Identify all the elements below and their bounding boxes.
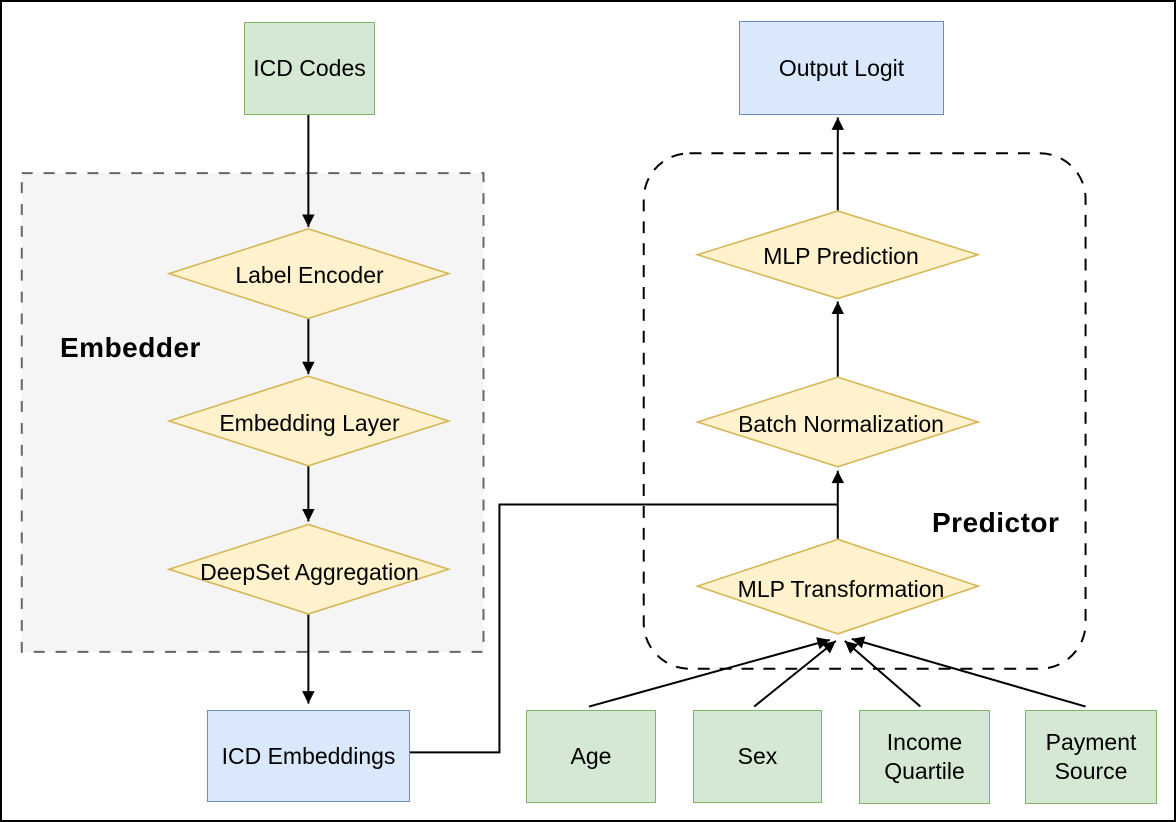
batch-normalization-diamond bbox=[694, 376, 981, 468]
mlp-transformation-diamond bbox=[694, 538, 981, 635]
arrow-age-to-mlp-transformation bbox=[588, 637, 831, 708]
node-payment-source: Payment Source bbox=[1025, 710, 1157, 804]
label-encoder-label: Label Encoder bbox=[235, 261, 384, 288]
node-output-logit: Output Logit bbox=[739, 21, 944, 115]
embedding-layer-diamond bbox=[166, 375, 452, 467]
deepset-aggregation-diamond bbox=[166, 523, 452, 615]
predictor-group-label: Predictor bbox=[932, 507, 1060, 538]
arrow-income-quartile-to-mlp-transformation bbox=[844, 640, 922, 708]
mlp-prediction-label: MLP Prediction bbox=[763, 242, 919, 269]
arrow-payment-source-to-mlp-transformation bbox=[851, 636, 1086, 708]
mlp-prediction-diamond bbox=[694, 210, 981, 300]
node-age: Age bbox=[526, 710, 656, 803]
label-encoder-diamond bbox=[166, 228, 452, 320]
embedder-group-label: Embedder bbox=[60, 332, 201, 363]
node-income-quartile: Income Quartile bbox=[859, 710, 990, 804]
node-icd-codes: ICD Codes bbox=[244, 22, 375, 115]
deepset-aggregation-label: DeepSet Aggregation bbox=[200, 558, 419, 585]
arrow-sex-to-mlp-transformation bbox=[753, 640, 837, 708]
batch-normalization-label: Batch Normalization bbox=[738, 410, 944, 437]
node-sex: Sex bbox=[693, 710, 822, 803]
predictor-group-box bbox=[642, 152, 1087, 670]
mlp-transformation-label: MLP Transformation bbox=[737, 576, 945, 602]
connector-icd-embeddings-to-predictor bbox=[408, 503, 838, 754]
node-icd-embeddings: ICD Embeddings bbox=[207, 710, 410, 802]
embedding-layer-label: Embedding Layer bbox=[219, 409, 400, 436]
